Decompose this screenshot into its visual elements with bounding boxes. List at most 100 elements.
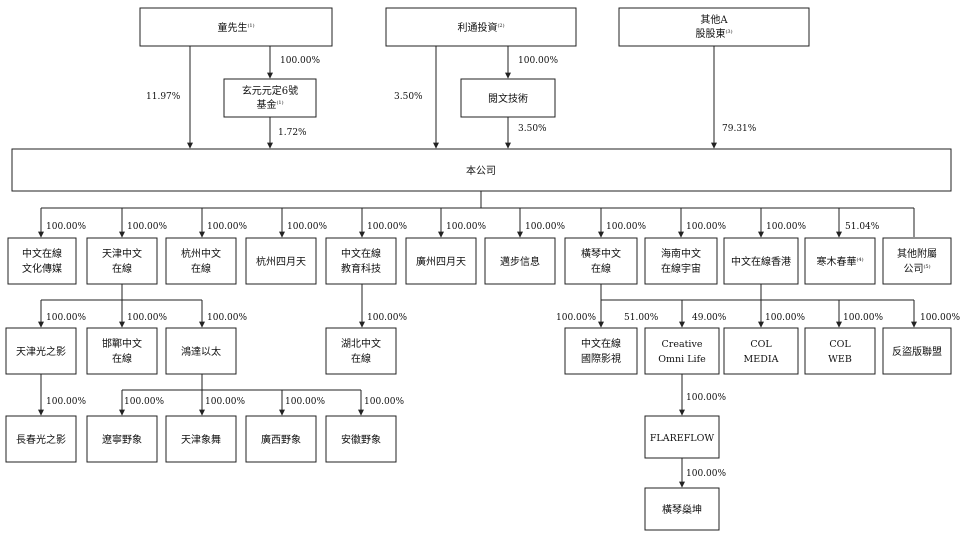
svg-text:股股東(3): 股股東(3): [695, 27, 732, 40]
edge-label-hengqin-zw: 100.00%: [606, 222, 646, 232]
svg-text:閱文技術: 閱文技術: [488, 92, 528, 105]
svg-text:鴻達以太: 鴻達以太: [181, 345, 221, 358]
svg-text:MEDIA: MEDIA: [744, 354, 779, 365]
svg-text:公司(5): 公司(5): [903, 263, 930, 275]
node-guangzhou-april: 廣州四月天: [405, 237, 477, 285]
edge-label-flareflow-hengqin-zk: 100.00%: [686, 469, 726, 479]
svg-text:長春光之影: 長春光之影: [16, 433, 66, 446]
node-changchun: 長春光之影: [5, 415, 77, 463]
node-anhui: 安徽野象: [325, 415, 397, 463]
svg-text:天津光之影: 天津光之影: [16, 345, 66, 358]
edge-label-guangzhou-april: 100.00%: [446, 222, 486, 232]
edge-label-litong-company: 3.50%: [394, 92, 423, 102]
svg-text:中文在線: 中文在線: [341, 247, 381, 260]
svg-text:海南中文: 海南中文: [661, 247, 701, 260]
svg-text:Creative: Creative: [662, 339, 703, 350]
node-xuanyuan-fund: 玄元元定6號 基金(1): [223, 78, 317, 118]
edge-label-hangzhou-april: 100.00%: [287, 222, 327, 232]
node-tianjin-zw: 天津中文 在線: [86, 237, 158, 285]
edge-label-hd-tj-xiangwu: 100.00%: [205, 397, 245, 407]
svg-text:中文在線: 中文在線: [581, 337, 621, 350]
node-hongda: 鴻達以太: [165, 327, 237, 375]
edge-label-hq-intl: 100.00%: [556, 313, 596, 323]
edge-label-hd-anhui: 100.00%: [364, 397, 404, 407]
svg-text:FLAREFLOW: FLAREFLOW: [650, 433, 715, 444]
node-tj-guangzhiying: 天津光之影: [5, 327, 77, 375]
edge-label-other-a-company: 79.31%: [722, 124, 757, 134]
node-zw-hk: 中文在線香港: [723, 237, 799, 285]
svg-text:天津中文: 天津中文: [102, 247, 142, 260]
node-col-web: COL WEB: [804, 327, 876, 375]
svg-text:寒木春華(4): 寒木春華(4): [816, 255, 863, 268]
node-yuewen-tech: 閱文技術: [460, 78, 556, 118]
node-hengqin-intl: 中文在線 國際影視: [564, 327, 638, 375]
svg-text:其他附屬: 其他附屬: [897, 247, 937, 260]
node-hengqin-zk: 橫琴燊坤: [644, 487, 720, 531]
node-hangzhou-zw: 杭州中文 在線: [165, 237, 237, 285]
svg-text:廣西野象: 廣西野象: [261, 433, 301, 446]
node-liaoning: 遼寧野象: [86, 415, 158, 463]
node-zwzx-media: 中文在線 文化傳媒: [7, 237, 77, 285]
node-hengqin-zw: 橫琴中文 在線: [564, 237, 638, 285]
edge-label-hangzhou-zw: 100.00%: [207, 222, 247, 232]
node-creative-omni-life: Creative Omni Life: [644, 327, 720, 375]
edge-label-hk-anti-piracy: 100.00%: [920, 313, 960, 323]
svg-text:橫琴中文: 橫琴中文: [581, 247, 621, 260]
edge-label-zw-edu: 100.00%: [367, 222, 407, 232]
edge-label-xuanyuan-company: 1.72%: [278, 128, 307, 138]
edge-label-zwzx-media: 100.00%: [46, 222, 86, 232]
svg-text:COL: COL: [750, 339, 772, 350]
svg-text:遼寧野象: 遼寧野象: [102, 433, 142, 446]
svg-text:COL: COL: [829, 339, 851, 350]
svg-text:在線: 在線: [591, 262, 611, 275]
svg-text:Omni Life: Omni Life: [658, 354, 706, 365]
edge-label-zw-hk: 100.00%: [766, 222, 806, 232]
svg-text:玄元元定6號: 玄元元定6號: [242, 84, 298, 97]
edge-label-hd-liaoning: 100.00%: [124, 397, 164, 407]
svg-text:在線: 在線: [191, 262, 211, 275]
svg-text:在線: 在線: [112, 262, 132, 275]
edge-label-hanmu: 51.04%: [845, 222, 880, 232]
node-other-subsidiaries: 其他附屬 公司(5): [882, 237, 952, 285]
node-hainan-zw: 海南中文 在線宇宙: [644, 237, 718, 285]
edge-label-hk-creative: 49.00%: [692, 313, 727, 323]
node-hubei-zw: 湖北中文 在線: [325, 327, 397, 375]
node-hanmu: 寒木春華(4): [804, 237, 876, 285]
edge-label-hd-guangxi: 100.00%: [285, 397, 325, 407]
edge-label-tj-hongda: 100.00%: [207, 313, 247, 323]
svg-text:文化傳媒: 文化傳媒: [22, 262, 62, 275]
edge-label-maibu: 100.00%: [525, 222, 565, 232]
svg-text:中文在線: 中文在線: [22, 247, 62, 260]
svg-text:杭州中文: 杭州中文: [181, 247, 221, 260]
edge-label-tong-xuanyuan: 100.00%: [280, 56, 320, 66]
svg-text:在線: 在線: [112, 352, 132, 365]
subsidiary-arrows: 100.00% 100.00% 100.00% 100.00% 100.00% …: [38, 208, 915, 238]
node-col-media: COL MEDIA: [723, 327, 799, 375]
edge-label-litong-yuewen: 100.00%: [518, 56, 558, 66]
node-litong-investment: 利通投資(2): [385, 7, 577, 47]
node-maibu: 邁步信息: [484, 237, 556, 285]
edge-label-hk-col-web: 100.00%: [843, 313, 883, 323]
edge-label-tj-handan: 100.00%: [127, 313, 167, 323]
node-tj-xiangwu: 天津象舞: [165, 415, 237, 463]
svg-text:邯鄲中文: 邯鄲中文: [102, 337, 142, 350]
node-other-a-shareholders: 其他A 股股東(3): [618, 7, 810, 47]
svg-text:國際影視: 國際影視: [581, 352, 621, 365]
node-flareflow: FLAREFLOW: [644, 415, 720, 459]
edge-label-edu-hubei: 100.00%: [367, 313, 407, 323]
svg-text:橫琴燊坤: 橫琴燊坤: [662, 503, 702, 516]
node-guangxi: 廣西野象: [245, 415, 317, 463]
svg-text:在線: 在線: [351, 352, 371, 365]
svg-text:中文在線香港: 中文在線香港: [731, 255, 791, 268]
edge-label-hainan-zw: 100.00%: [686, 222, 726, 232]
edge-label-hk-col-media: 100.00%: [765, 313, 805, 323]
svg-text:在線宇宙: 在線宇宙: [661, 262, 701, 275]
svg-text:其他A: 其他A: [700, 13, 728, 26]
svg-text:利通投資(2): 利通投資(2): [457, 21, 504, 34]
svg-text:本公司: 本公司: [466, 164, 496, 177]
svg-text:童先生(1): 童先生(1): [217, 21, 254, 34]
edge-label-creative-flareflow: 100.00%: [686, 393, 726, 403]
node-handan-zw: 邯鄲中文 在線: [86, 327, 158, 375]
svg-text:湖北中文: 湖北中文: [341, 337, 381, 350]
svg-text:反盜版聯盟: 反盜版聯盟: [892, 345, 942, 358]
